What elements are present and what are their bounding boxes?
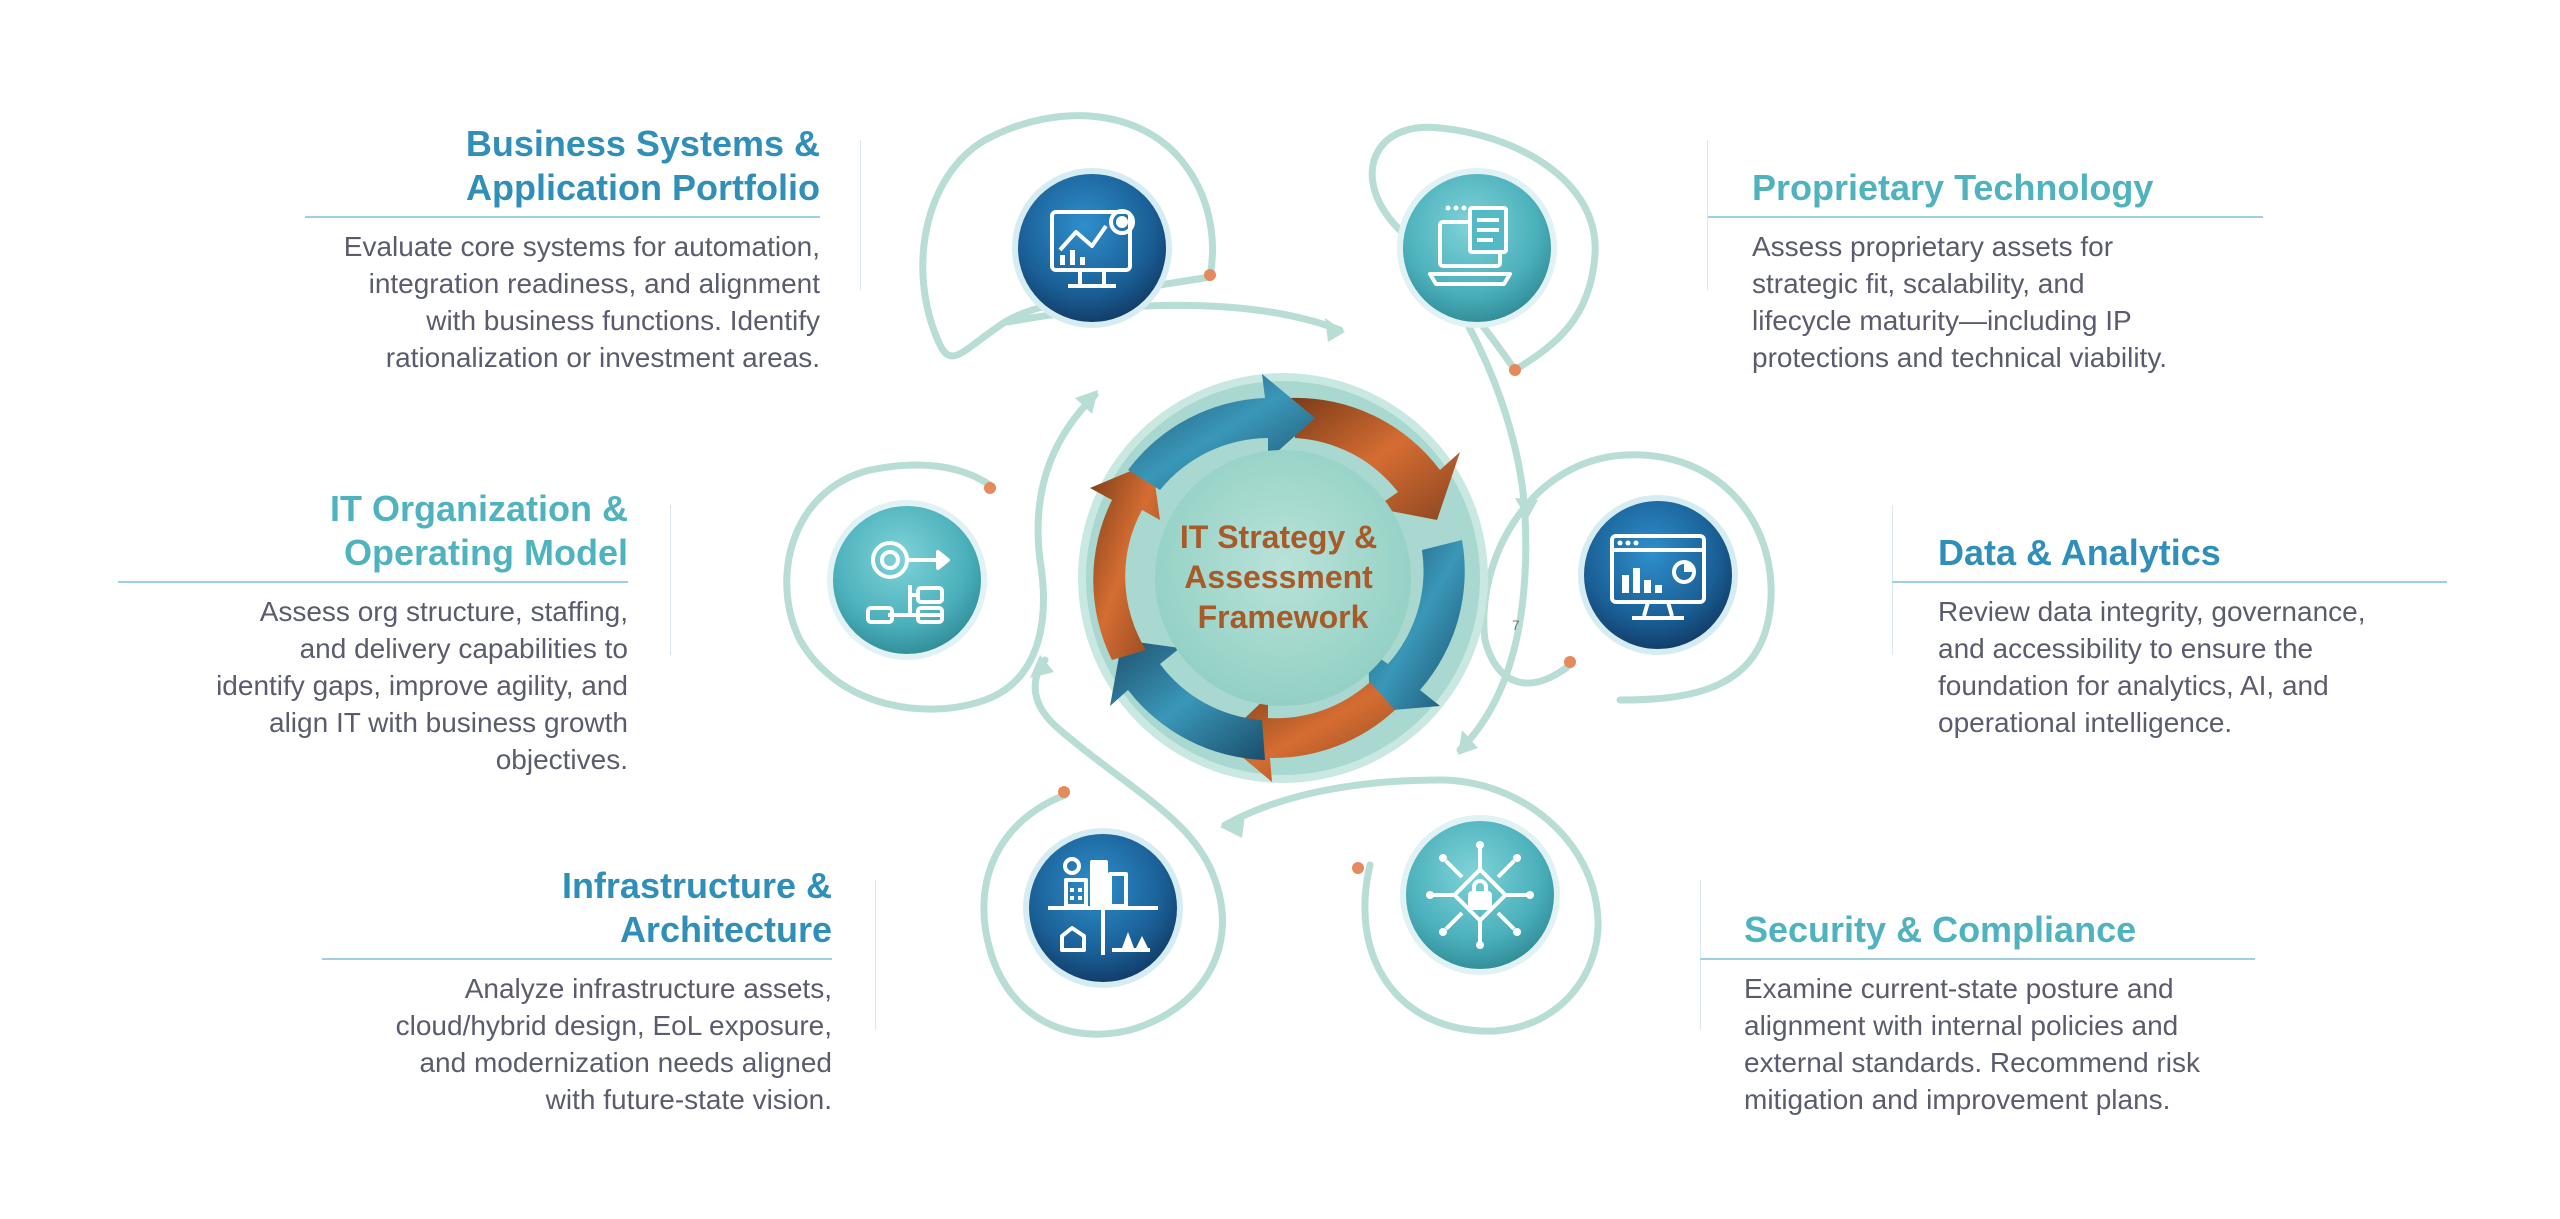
arrowhead-right [1458, 730, 1478, 755]
data-analytics-description: Review data integrity, governance, and a… [1938, 596, 2366, 738]
dot-right [1564, 656, 1576, 668]
infrastructure-title: Infrastructure & Architecture [561, 865, 832, 950]
arrowhead-left [1075, 390, 1098, 414]
business-systems-description: Evaluate core systems for automation, in… [343, 231, 820, 373]
guide-line-security [1700, 880, 1701, 1030]
dot-bottom-left [1058, 786, 1070, 798]
circuit-lock-icon [1400, 815, 1560, 975]
security-compliance-title: Security & Compliance [1744, 909, 2137, 950]
it-organization-description: Assess org structure, staffing, and deli… [216, 596, 628, 775]
cycle-arrow-orange-top [1290, 397, 1460, 520]
security-compliance-description: Examine current-state posture and alignm… [1744, 973, 2200, 1115]
center-title-line-3: Framework [1198, 599, 1369, 635]
center-disc: IT Strategy & Assessment Framework [1078, 373, 1488, 783]
proprietary-technology-title: Proprietary Technology [1752, 167, 2154, 208]
swirl-right [1480, 451, 1775, 704]
it-organization-title: IT Organization & Operating Model [329, 488, 628, 573]
data-analytics-title: Data & Analytics [1938, 532, 2221, 573]
cycle-arrow-blue-right [1368, 540, 1465, 712]
cycle-arrow-orange-bottom [1222, 682, 1395, 782]
dot-top-right [1509, 364, 1521, 376]
data-analytics-divider [1892, 581, 2447, 583]
guide-line-business [860, 140, 861, 290]
arrowhead-top-right [1515, 498, 1538, 520]
cycle-arrows [1090, 374, 1465, 782]
proprietary-technology-description: Assess proprietary assets for strategic … [1752, 231, 2168, 373]
business-systems-title: Business Systems & Application Portfolio [465, 123, 820, 208]
accent-dots [984, 269, 1576, 874]
dashboard-monitor-icon [1578, 495, 1738, 655]
cycle-arrow-blue-top-left [1128, 374, 1315, 490]
center-title-line-1: IT Strategy & [1180, 519, 1377, 555]
center-inner-disc [1155, 450, 1411, 706]
arrowhead-bottom-left [1030, 655, 1054, 678]
section-it-organization: IT Organization & Operating Model Assess… [118, 487, 628, 778]
business-systems-divider [305, 216, 820, 218]
section-business-systems: Business Systems & Application Portfolio… [305, 122, 820, 376]
swirl-left [783, 391, 1099, 713]
dot-bottom-right [1352, 862, 1364, 874]
swirl-arrowheads [1030, 318, 1538, 838]
swirl-top-left [919, 112, 1216, 360]
proprietary-technology-divider [1708, 216, 2263, 218]
arrowhead-top [1325, 318, 1345, 342]
infrastructure-divider [322, 958, 832, 960]
guide-line-data [1892, 505, 1893, 655]
cycle-arrow-orange-left [1090, 462, 1160, 660]
section-infrastructure: Infrastructure & Architecture Analyze in… [322, 864, 832, 1118]
cycle-arrow-blue-bottom-left [1110, 640, 1265, 760]
swirl-top-left-tail [1004, 301, 1344, 334]
section-security-compliance: Security & Compliance Examine current-st… [1700, 908, 2255, 1118]
laptop-documents-icon [1397, 168, 1557, 328]
center-title-line-2: Assessment [1184, 559, 1373, 595]
guide-line-proprietary [1707, 140, 1708, 290]
section-proprietary-technology: Proprietary Technology Assess proprietar… [1708, 166, 2263, 376]
monitor-analytics-gear-icon [1012, 168, 1172, 328]
infrastructure-description: Analyze infrastructure assets, cloud/hyb… [395, 973, 832, 1115]
dot-top-left [1204, 269, 1216, 281]
guide-line-infra [875, 880, 876, 1030]
security-compliance-divider [1700, 958, 2255, 960]
swirl-right-tail [1456, 511, 1530, 754]
arrowhead-bottom [1220, 815, 1245, 838]
center-title: IT Strategy & Assessment Framework [1180, 519, 1386, 635]
it-organization-divider [118, 581, 628, 583]
swirl-bottom-right [1221, 776, 1602, 1035]
section-data-analytics: Data & Analytics Review data integrity, … [1892, 531, 2447, 741]
swirl-bottom-left [980, 656, 1226, 1038]
city-buildings-icon [1023, 828, 1183, 988]
page-number: 7 [1512, 617, 1520, 633]
target-org-chart-icon [827, 500, 987, 660]
guide-line-itorg [670, 505, 671, 655]
dot-left [984, 482, 996, 494]
